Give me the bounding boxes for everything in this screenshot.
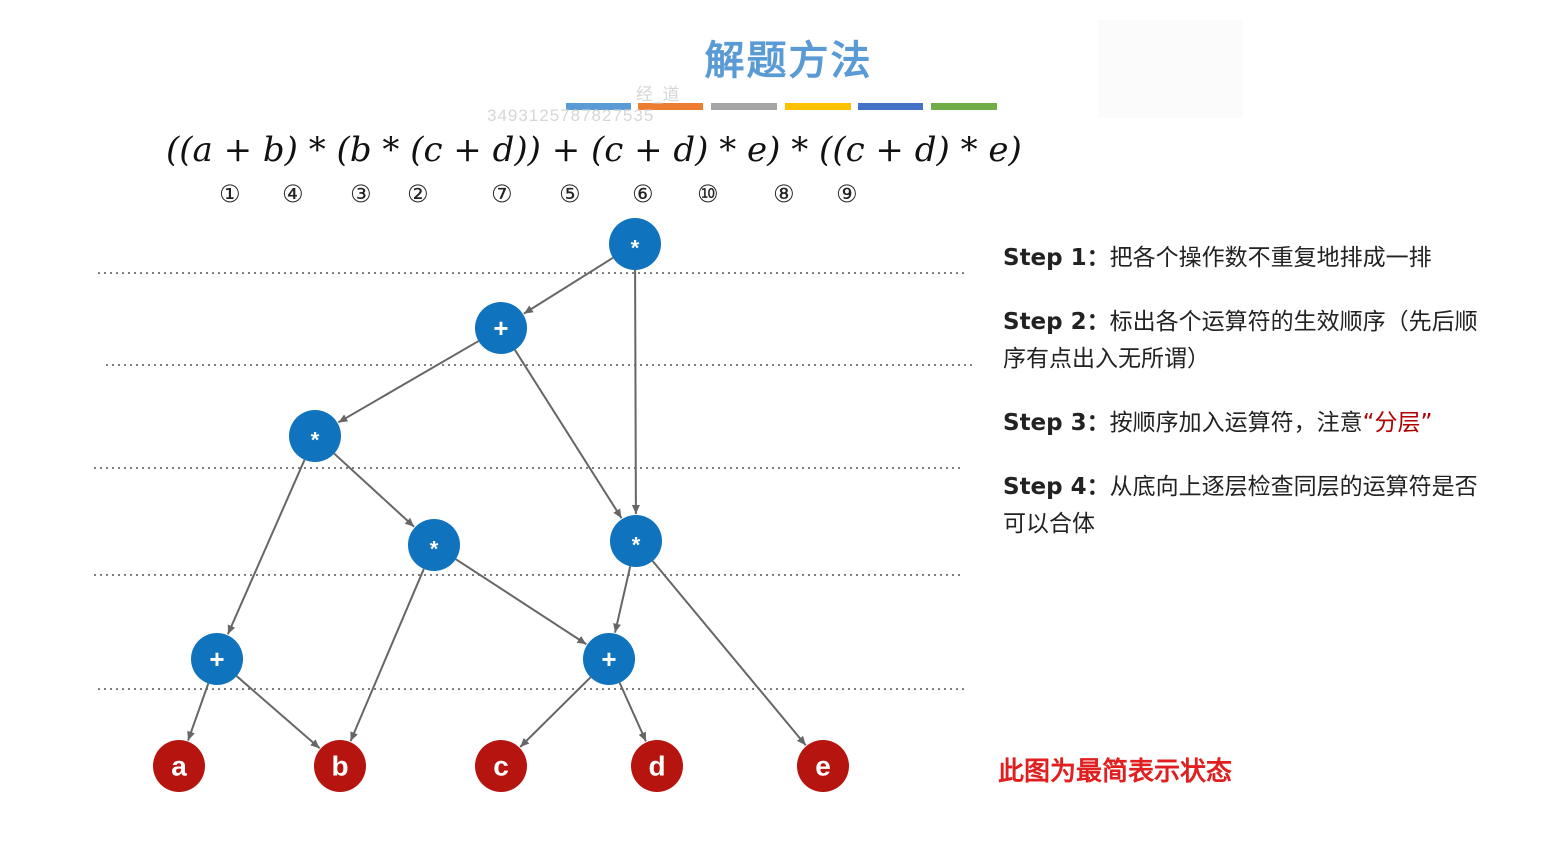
operator-node-mul-left: * <box>289 410 341 462</box>
color-bar-2 <box>638 103 703 110</box>
order-8: ⑩ <box>697 180 719 208</box>
operand-node-d: d <box>631 740 683 792</box>
faint-overlay <box>1098 20 1243 118</box>
operator-node-plus-top: + <box>475 302 527 354</box>
tree-edges <box>187 256 807 750</box>
level-dividers <box>94 272 972 690</box>
operator-node-circle <box>289 410 341 462</box>
edge-plus-ab-to-a <box>187 683 210 741</box>
edge-plus-top-to-mul-left <box>337 340 480 424</box>
operand-node-label: b <box>331 751 348 782</box>
color-bar-6 <box>931 103 997 110</box>
order-5: ⑦ <box>491 180 513 208</box>
operator-node-plus-cd: + <box>583 633 635 685</box>
operator-node-circle <box>609 218 661 270</box>
operator-node-label: + <box>493 313 508 343</box>
operand-node-label: a <box>171 751 187 782</box>
operator-node-plus-ab: + <box>191 633 243 685</box>
step-2-name: Step 2 <box>1003 309 1087 335</box>
step-3-text: 按顺序加入运算符，注意 <box>1109 410 1363 436</box>
operator-node-circle <box>475 302 527 354</box>
step-3-highlight: “分层” <box>1362 410 1433 436</box>
order-10: ⑨ <box>836 180 858 208</box>
step-1-name: Step 1 <box>1003 245 1087 271</box>
order-2: ④ <box>282 180 304 208</box>
expression-tree: * + * * * + + a b c d e <box>94 218 972 792</box>
note: 此图为最简表示状态 <box>998 757 1233 787</box>
operator-node-root: * <box>609 218 661 270</box>
order-7: ⑥ <box>632 180 654 208</box>
operand-node-a: a <box>153 740 205 792</box>
operator-node-label: + <box>209 644 224 674</box>
edge-plus-ab-to-b <box>235 675 321 750</box>
expression: ((a + b) * (b * (c + d)) + (c + d) * e) … <box>166 130 1022 170</box>
edge-mul-right-to-e <box>651 560 807 746</box>
edge-plus-cd-to-d <box>618 682 647 742</box>
edge-mul-left-to-plus-ab <box>226 459 306 635</box>
operator-node-mul-mid: * <box>408 519 460 571</box>
color-bar-1 <box>566 103 631 110</box>
operand-node-c: c <box>475 740 527 792</box>
order-9: ⑧ <box>773 180 795 208</box>
color-bar-3 <box>711 103 777 110</box>
step-3-name: Step 3 <box>1003 410 1087 436</box>
edge-root-to-plus-top <box>523 256 614 315</box>
edge-plus-cd-to-c <box>519 676 592 748</box>
color-bar-5 <box>858 103 923 110</box>
step-1: Step 1：把各个操作数不重复地排成一排 <box>1003 240 1493 277</box>
edge-mul-mid-to-b <box>349 568 425 742</box>
step-4: Step 4：从底向上逐层检查同层的运算符是否可以合体 <box>1003 469 1493 543</box>
operator-node-label: * <box>430 537 439 562</box>
step-1-text: 把各个操作数不重复地排成一排 <box>1109 245 1432 271</box>
operand-node-circle <box>475 740 527 792</box>
edge-root-to-mul-right <box>631 269 640 515</box>
operand-node-e: e <box>797 740 849 792</box>
operand-node-label: e <box>815 751 831 782</box>
step-2-sep: ： <box>1086 309 1110 335</box>
step-4-text: 从底向上逐层检查同层的运算符是否可以合体 <box>1003 474 1478 537</box>
color-bar-4 <box>785 103 851 110</box>
operand-node-circle <box>314 740 366 792</box>
operand-node-b: b <box>314 740 366 792</box>
step-3: Step 3：按顺序加入运算符，注意“分层” <box>1003 405 1493 442</box>
operator-node-circle <box>583 633 635 685</box>
edge-mul-left-to-mul-mid <box>333 452 415 528</box>
watermark-id: 3493125787827535 <box>487 106 655 125</box>
operand-node-circle <box>631 740 683 792</box>
operand-node-label: c <box>493 751 509 782</box>
operator-node-circle <box>610 515 662 567</box>
order-3: ③ <box>350 180 372 208</box>
watermark-name: 经_道 <box>636 85 680 104</box>
edge-mul-mid-to-plus-cd <box>455 558 587 646</box>
steps-panel: Step 1：把各个操作数不重复地排成一排 Step 2：标出各个运算符的生效顺… <box>1003 240 1493 570</box>
operator-node-circle <box>408 519 460 571</box>
operand-node-circle <box>797 740 849 792</box>
edge-mul-right-to-plus-cd <box>613 566 632 633</box>
operator-node-circle <box>191 633 243 685</box>
step-4-name: Step 4 <box>1003 474 1087 500</box>
order-4: ② <box>407 180 429 208</box>
operator-node-label: * <box>632 533 641 558</box>
operator-node-label: + <box>601 644 616 674</box>
order-1: ① <box>219 180 241 208</box>
step-3-sep: ： <box>1086 410 1110 436</box>
edge-plus-top-to-mul-right <box>514 349 623 519</box>
operator-node-label: * <box>631 236 640 261</box>
step-2-text: 标出各个运算符的生效顺序（先后顺序有点出入无所谓） <box>1003 309 1478 372</box>
operand-node-circle <box>153 740 205 792</box>
step-4-sep: ： <box>1086 474 1110 500</box>
operator-node-mul-right: * <box>610 515 662 567</box>
operand-node-label: d <box>648 751 665 782</box>
step-2: Step 2：标出各个运算符的生效顺序（先后顺序有点出入无所谓） <box>1003 304 1493 378</box>
tree-nodes: * + * * * + + a b c d e <box>153 218 849 792</box>
operator-node-label: * <box>311 428 320 453</box>
step-1-sep: ： <box>1086 245 1110 271</box>
order-6: ⑤ <box>559 180 581 208</box>
page-title: 解题方法 <box>704 38 873 84</box>
